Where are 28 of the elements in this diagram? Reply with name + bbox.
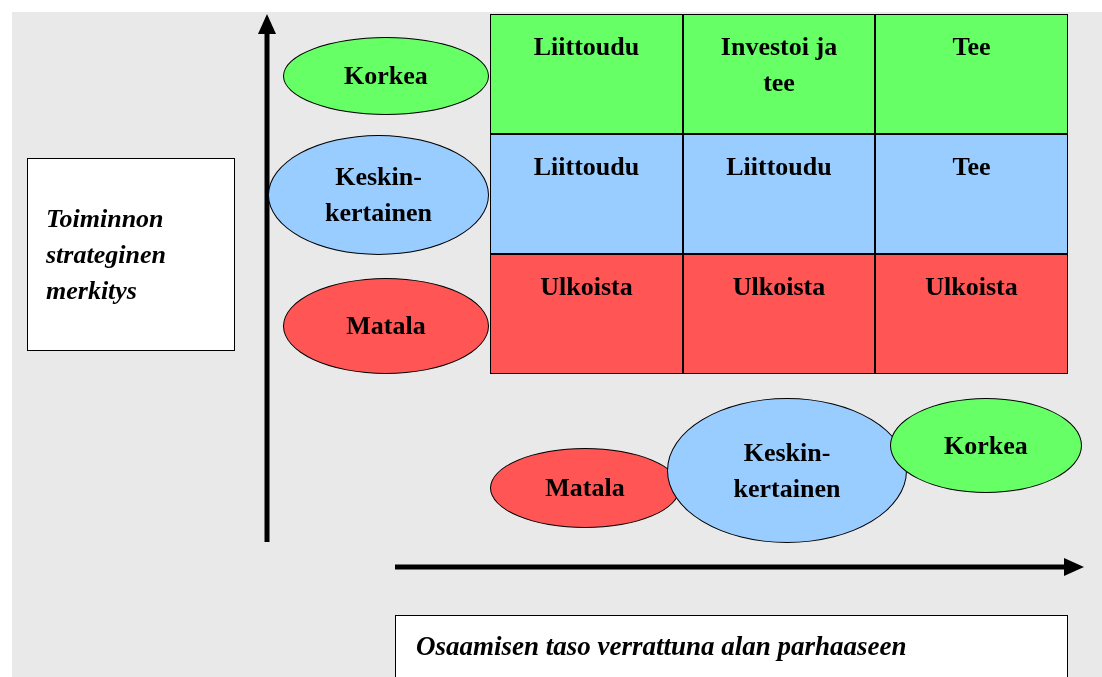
matrix-cell	[875, 134, 1068, 254]
recommendation-text: Ulkoista	[540, 271, 633, 303]
level-label: Matala	[346, 310, 426, 342]
recommendation-text: Tee	[952, 31, 991, 63]
matrix-cell	[683, 254, 875, 374]
matrix-cell	[683, 134, 875, 254]
recommendation-text: Liittoudu	[533, 31, 640, 63]
axis-title-box	[27, 158, 235, 351]
level-label: Matala	[545, 472, 625, 504]
recommendation-text: Investoi ja tee	[719, 31, 839, 99]
matrix-cell	[490, 14, 683, 134]
recommendation-text: Liittoudu	[726, 151, 832, 183]
matrix-cell	[683, 14, 875, 134]
level-label: Korkea	[944, 429, 1028, 462]
axis-title-box	[395, 615, 1068, 677]
level-label: Korkea	[344, 60, 428, 92]
level-label: Keskin- kertainen	[732, 436, 842, 505]
matrix-cell	[875, 14, 1068, 134]
matrix-cell	[875, 254, 1068, 374]
level-label: Keskin- kertainen	[324, 161, 433, 229]
recommendation-text: Tee	[952, 151, 991, 183]
axis-title: Osaamisen taso verrattuna alan parhaaseen	[416, 630, 907, 663]
recommendation-text: Liittoudu	[533, 151, 640, 183]
recommendation-text: Ulkoista	[732, 271, 826, 303]
recommendation-text: Ulkoista	[925, 271, 1018, 303]
matrix-cell	[490, 134, 683, 254]
axis-title: Toiminnon strateginen merkitys	[46, 202, 167, 307]
matrix-cell	[490, 254, 683, 374]
